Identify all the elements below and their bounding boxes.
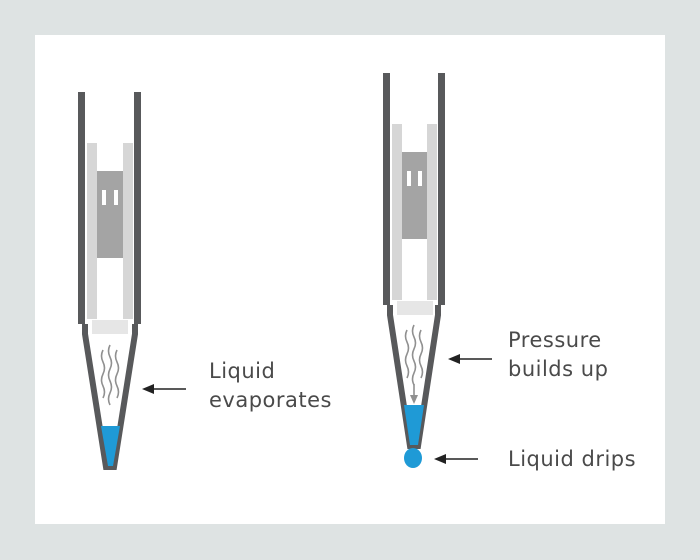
left-tube-wall-left bbox=[78, 92, 85, 324]
left-pipette bbox=[78, 92, 186, 470]
right-liquid bbox=[404, 405, 424, 445]
label-liquid-drips: Liquid drips bbox=[508, 447, 637, 471]
right-drip bbox=[404, 448, 422, 468]
right-piston-band bbox=[397, 301, 433, 315]
label-builds-up: builds up bbox=[508, 357, 609, 381]
left-piston-head bbox=[97, 171, 123, 258]
left-liquid bbox=[101, 426, 120, 466]
right-tube-wall-left bbox=[383, 73, 390, 305]
right-top-arrow bbox=[448, 354, 492, 364]
left-piston-band bbox=[92, 320, 128, 334]
right-down-arrow bbox=[410, 384, 418, 404]
right-piston-head bbox=[402, 152, 427, 239]
left-vapor-lines bbox=[100, 344, 120, 406]
right-vapor-lines bbox=[404, 324, 424, 386]
right-piston-guide-left bbox=[392, 124, 402, 300]
left-tube-wall-right bbox=[134, 92, 141, 324]
label-pressure: Pressure bbox=[508, 328, 602, 352]
left-arrow bbox=[142, 384, 186, 394]
right-tip bbox=[387, 305, 441, 449]
right-pipette bbox=[383, 73, 492, 468]
label-liquid: Liquid bbox=[209, 359, 276, 383]
left-piston-guide-right bbox=[123, 143, 133, 319]
right-bottom-arrow bbox=[434, 454, 478, 464]
left-piston-guide-left bbox=[87, 143, 97, 319]
right-tube-wall-right bbox=[438, 73, 445, 305]
label-evaporates: evaporates bbox=[209, 388, 332, 412]
right-piston-guide-right bbox=[427, 124, 437, 300]
left-tip bbox=[82, 324, 138, 470]
